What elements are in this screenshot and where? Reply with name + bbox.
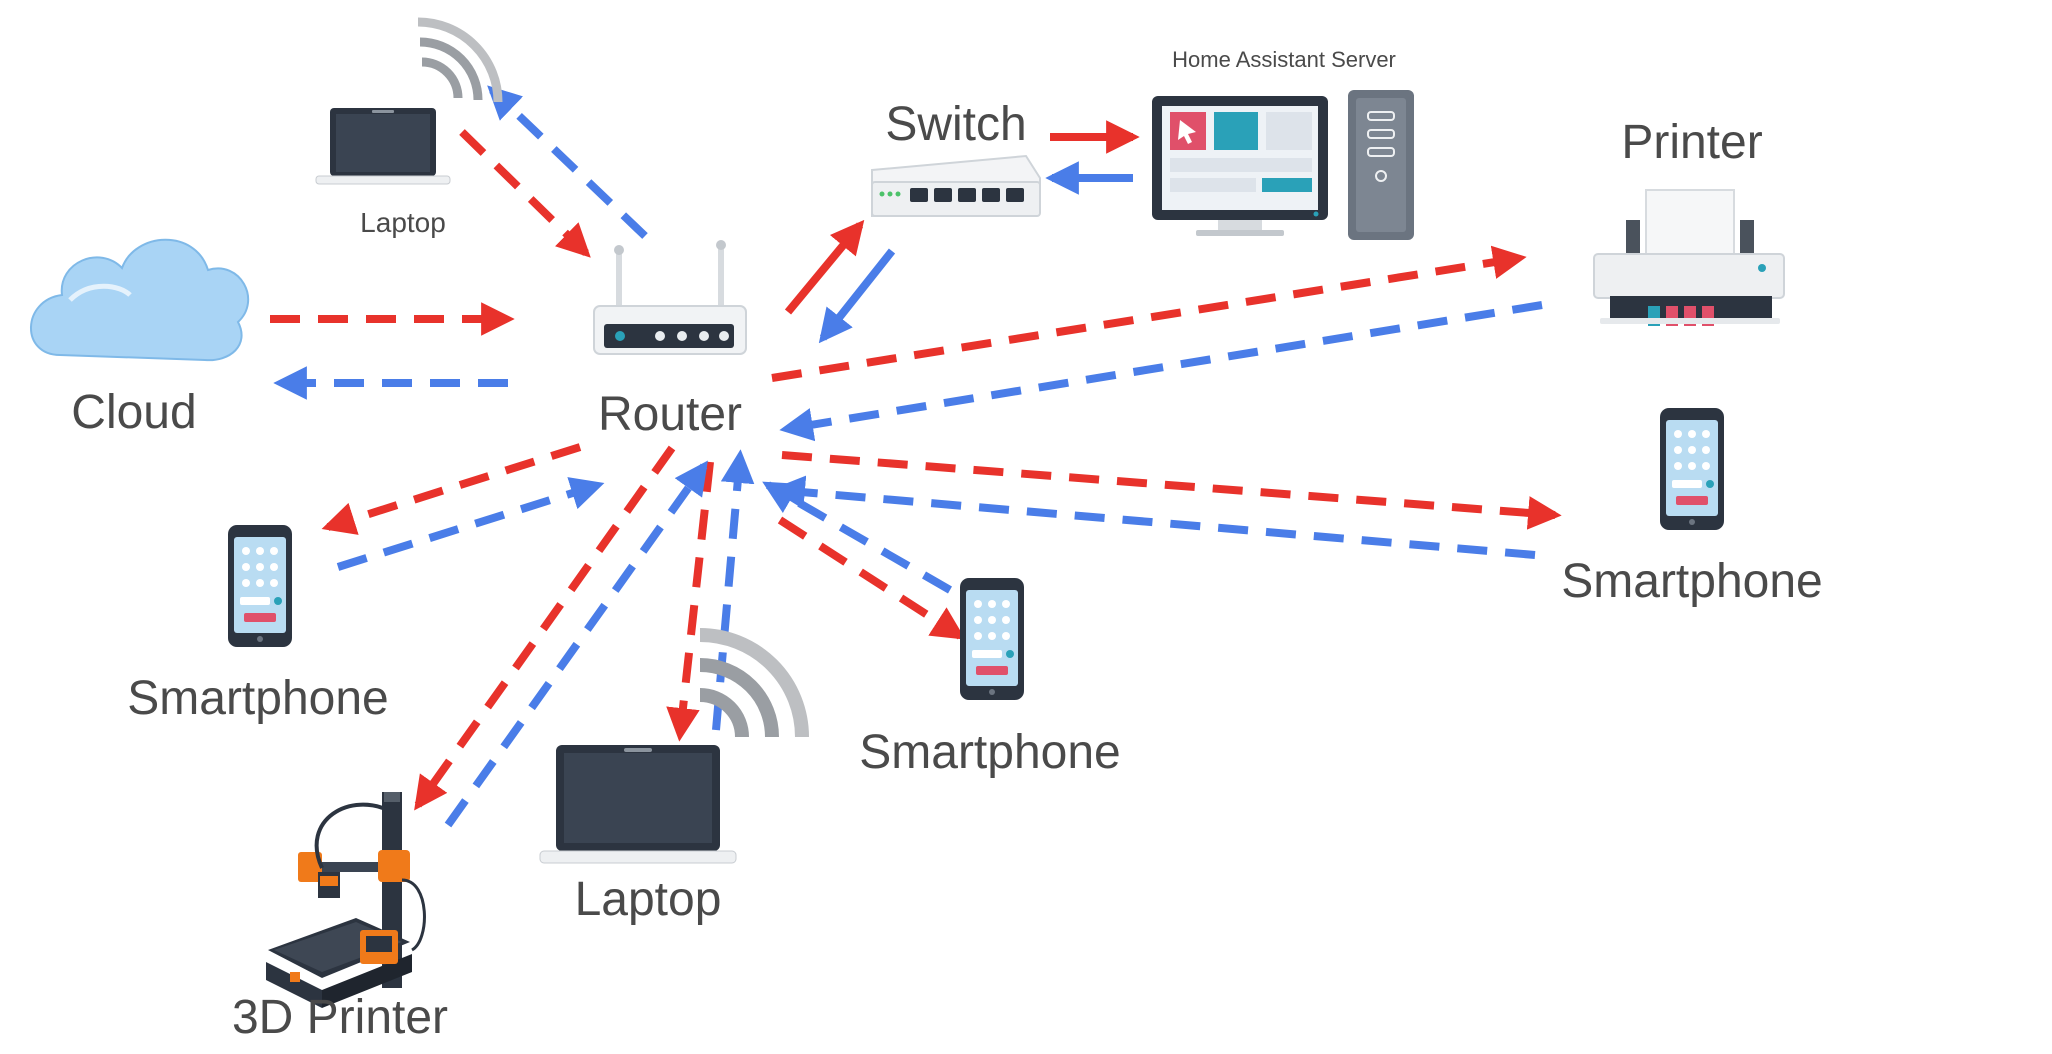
switch-node: Switch [871,98,1041,218]
arrow-router-to-smartphone-right [781,451,1562,530]
arrow-switch-to-router [818,248,896,344]
network-switch-icon [871,154,1041,218]
arrow-laptop-bottom-to-router [712,449,755,731]
smartphone-center-node: Smartphone [859,578,1121,779]
3d-printer-icon [266,792,426,1008]
smartphone-center-label: Smartphone [859,726,1121,779]
home-assistant-server-label: Home Assistant Server [1172,47,1396,72]
arrow-router-to-laptop-top [487,85,648,239]
arrow-router-to-printer [771,245,1527,382]
cloud-label: Cloud [71,386,196,439]
laptop-icon [315,108,451,185]
arrow-router-to-smartphone-left [321,443,582,535]
connection-arrows [270,85,1562,828]
laptop-bottom-label: Laptop [575,873,722,926]
arrow-laptop-top-to-router [459,129,591,258]
laptop-top-label: Laptop [360,207,446,238]
router-icon [593,240,747,355]
home-assistant-server-node: Home Assistant Server [1152,47,1414,240]
arrow-smartphone-right-to-router [771,475,1536,559]
arrow-3d-printer-to-router [444,460,708,828]
smartphone-right-node: Smartphone [1561,408,1823,608]
monitor-icon [1152,96,1328,236]
laptop-top-node: Laptop [315,17,503,238]
router-label: Router [598,388,742,441]
arrow-printer-to-router [779,301,1543,442]
laptop-bottom-node: Laptop [539,628,809,926]
smartphone-left-label: Smartphone [127,672,389,725]
arrow-router-to-switch [784,219,865,315]
laptop-icon [539,745,737,864]
smartphone-icon [228,525,292,647]
smartphone-left-node: Smartphone [127,525,389,725]
3d-printer-label: 3D Printer [232,991,448,1044]
server-tower-icon [1348,90,1414,240]
router-node: Router [593,240,747,441]
cloud-icon [30,238,250,362]
cloud-node: Cloud [30,238,250,439]
printer-node: Printer [1593,116,1785,326]
printer-icon [1593,189,1785,326]
smartphone-icon [960,578,1024,700]
wifi-icon [417,17,503,103]
arrow-router-to-3d-printer [414,445,676,811]
3d-printer-node: 3D Printer [232,792,448,1044]
smartphone-icon [1660,408,1724,530]
switch-label: Switch [885,98,1026,151]
wifi-icon [699,628,809,738]
printer-label: Printer [1621,116,1762,169]
arrow-smartphone-center-to-router [762,481,952,594]
arrow-router-to-smartphone-center [777,516,966,640]
smartphone-right-label: Smartphone [1561,555,1823,608]
arrow-smartphone-left-to-router [336,477,605,571]
